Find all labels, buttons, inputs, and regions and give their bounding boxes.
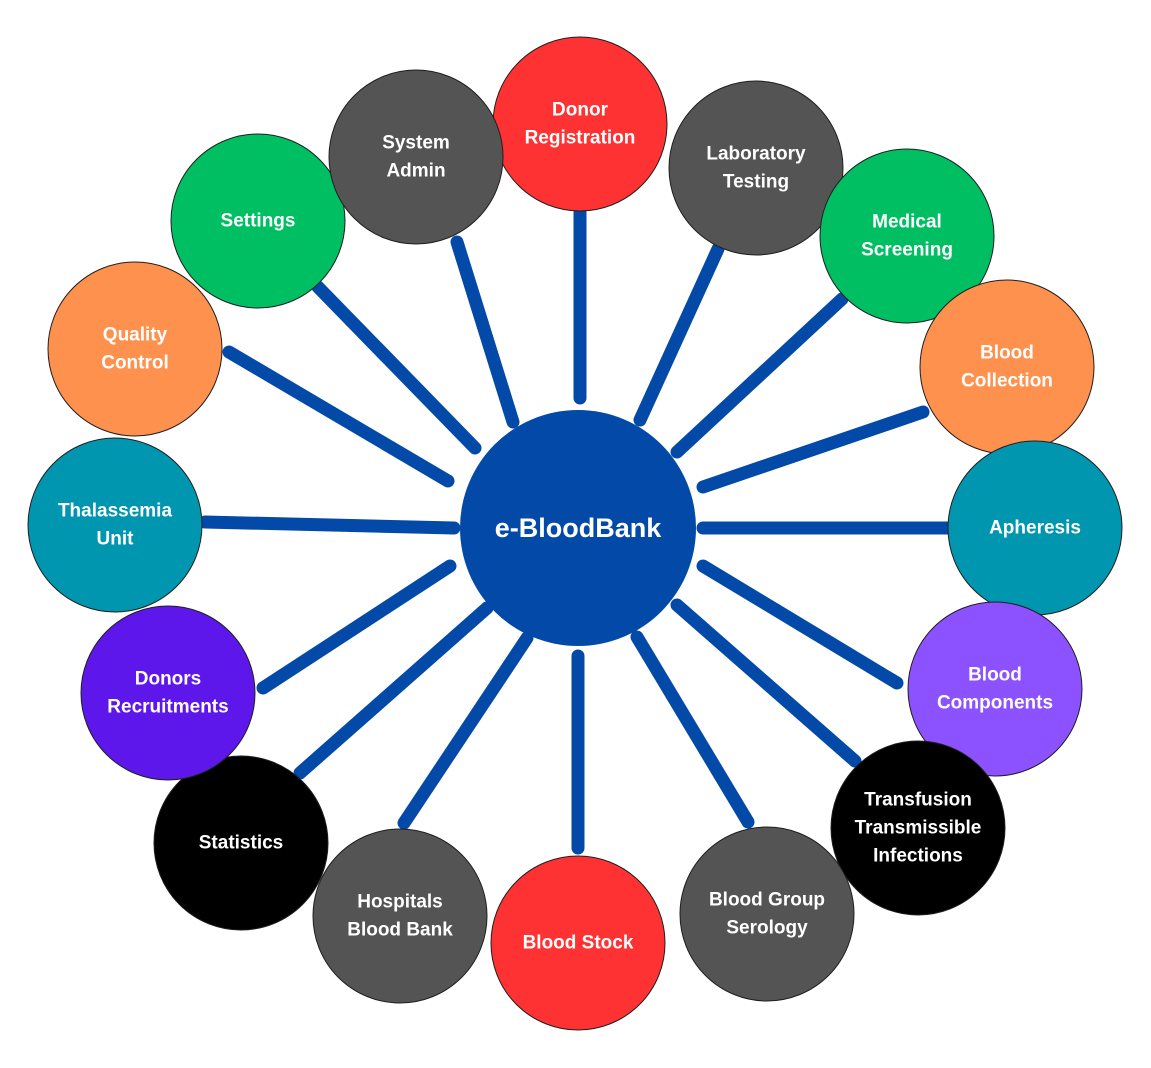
node-label-settings: Settings xyxy=(221,211,296,232)
node-label-line: Admin xyxy=(386,161,445,182)
spoke-donors-recruitments xyxy=(256,559,457,695)
node-label-statistics: Statistics xyxy=(199,833,283,854)
node-blood-stock[interactable]: Blood Stock xyxy=(490,855,666,1031)
node-label-line: Serology xyxy=(726,918,808,939)
spoke-statistics xyxy=(293,601,494,780)
node-circle-blood-collection[interactable] xyxy=(919,279,1095,455)
node-label-line: Components xyxy=(937,693,1053,714)
node-label-line: Collection xyxy=(961,371,1053,392)
spokes-group xyxy=(198,205,954,855)
node-label-line: Control xyxy=(101,353,169,374)
spoke-medical-screening xyxy=(670,292,849,459)
node-label-line: Quality xyxy=(103,325,168,346)
node-label-line: Infections xyxy=(873,846,963,867)
spoke-transfusion-transmissible-infections xyxy=(670,598,862,768)
node-label-line: Unit xyxy=(97,529,135,550)
node-label-line: Blood xyxy=(980,343,1034,364)
node-apheresis[interactable]: Apheresis xyxy=(947,440,1123,616)
node-statistics[interactable]: Statistics xyxy=(153,755,329,931)
spoke-settings xyxy=(311,280,482,455)
node-circle-donors-recruitments[interactable] xyxy=(80,605,256,781)
spoke-laboratory-testing xyxy=(633,242,725,427)
node-label-line: Blood Bank xyxy=(347,920,453,941)
node-label-line: Laboratory xyxy=(706,144,806,165)
node-circle-thalassemia-unit[interactable] xyxy=(27,437,203,613)
node-circle-medical-screening[interactable] xyxy=(819,148,995,324)
node-settings[interactable]: Settings xyxy=(170,133,346,309)
hub[interactable]: e-BloodBank xyxy=(460,410,696,646)
spoke-quality-control xyxy=(222,345,455,488)
node-circle-donor-registration[interactable] xyxy=(492,36,668,212)
node-label-line: Blood xyxy=(968,665,1022,686)
hub-label: e-BloodBank xyxy=(495,513,662,543)
node-label-apheresis: Apheresis xyxy=(989,518,1081,539)
node-label-line: Registration xyxy=(525,128,636,149)
node-label-line: System xyxy=(382,133,450,154)
node-label-line: Thalassemia xyxy=(58,501,172,522)
node-circle-statistics[interactable] xyxy=(153,755,329,931)
node-label-line: Testing xyxy=(723,172,789,193)
node-label-line: Screening xyxy=(861,240,953,261)
node-circle-laboratory-testing[interactable] xyxy=(668,80,844,256)
node-label-line: Donors xyxy=(135,669,202,690)
node-label-line: Blood Group xyxy=(709,890,825,911)
node-label-line: Recruitments xyxy=(107,697,228,718)
node-circle-blood-components[interactable] xyxy=(907,601,1083,777)
node-circle-quality-control[interactable] xyxy=(47,261,223,437)
node-circle-blood-stock[interactable] xyxy=(490,855,666,1031)
node-label-line: Transfusion xyxy=(864,790,972,811)
node-circle-blood-group-serology[interactable] xyxy=(679,826,855,1002)
spoke-system-admin xyxy=(450,235,520,429)
node-label-line: Medical xyxy=(872,212,942,233)
spoke-blood-group-serology xyxy=(630,630,755,829)
spoke-blood-components xyxy=(696,559,904,690)
spoke-thalassemia-unit xyxy=(198,515,461,535)
node-circle-settings[interactable] xyxy=(170,133,346,309)
node-label-blood-stock: Blood Stock xyxy=(523,933,634,954)
node-label-line: Hospitals xyxy=(357,892,443,913)
node-label-line: Apheresis xyxy=(989,518,1081,539)
node-label-line: Transmissible xyxy=(855,818,982,839)
hub-circle[interactable] xyxy=(460,410,696,646)
node-circle-transfusion-transmissible-infections[interactable] xyxy=(830,740,1006,916)
node-circle-system-admin[interactable] xyxy=(328,69,504,245)
spoke-hospitals-blood-bank xyxy=(397,631,534,830)
node-label-line: Settings xyxy=(221,211,296,232)
node-label-line: Statistics xyxy=(199,833,283,854)
spoke-blood-collection xyxy=(696,405,930,494)
node-label-line: Blood Stock xyxy=(523,933,634,954)
node-circle-hospitals-blood-bank[interactable] xyxy=(312,828,488,1004)
node-label-line: Donor xyxy=(552,100,609,121)
